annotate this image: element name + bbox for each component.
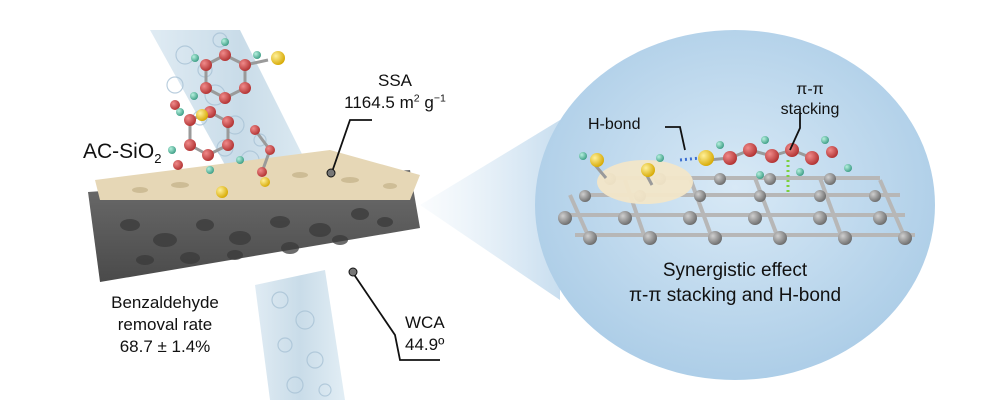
ssa-sup-2: −1 — [433, 92, 446, 105]
label-removal-rate: Benzaldehyde removal rate 68.7 ± 1.4% — [100, 292, 230, 358]
foam-pores — [120, 208, 393, 265]
hbond-leader — [665, 126, 686, 151]
removal-line-2: removal rate — [117, 315, 213, 334]
synergy-line-2: π-π stacking and H-bond — [628, 285, 842, 306]
leader-lines — [331, 113, 801, 361]
pipi-line-2: stacking — [780, 101, 840, 118]
surface-molecules — [579, 136, 852, 195]
label-pipi-stacking: π-π stacking — [770, 80, 850, 120]
label-ssa: SSA 1164.5 m2 g−1 — [330, 70, 460, 114]
magnify-beam — [420, 120, 560, 300]
label-ac-sio2: AC-SiO2 — [83, 140, 162, 167]
stream-texture-lower — [271, 291, 332, 397]
label-ac-sio2-subscript: 2 — [154, 151, 162, 167]
carbon-lattice — [558, 173, 915, 245]
wca-title: WCA — [405, 313, 445, 332]
label-hbond: H-bond — [588, 116, 641, 133]
label-ssa-value: 1164.5 m2 g−1 — [330, 92, 460, 114]
pipi-leader — [789, 113, 801, 151]
pipi-line-1: π-π — [796, 81, 824, 98]
ssa-marker — [326, 168, 336, 178]
removal-line-3: 68.7 ± 1.4% — [119, 337, 211, 356]
label-synergy: Synergistic effect π-π stacking and H-bo… — [600, 258, 870, 308]
wca-marker — [348, 267, 358, 277]
foam-top-pores — [132, 172, 397, 193]
ssa-leader — [331, 119, 372, 173]
wca-leader — [352, 272, 440, 361]
removal-line-1: Benzaldehyde — [111, 293, 219, 312]
hbond-dots — [679, 156, 701, 162]
ssa-sup-1: 2 — [413, 92, 420, 105]
magnified-bubble — [535, 30, 935, 380]
ssa-unit: g — [419, 93, 434, 112]
label-ac-sio2-text: AC-SiO — [83, 140, 155, 163]
synergy-line-1: Synergistic effect — [662, 260, 808, 281]
air-stream-lower — [255, 270, 345, 400]
wca-value: 44.9º — [405, 335, 445, 354]
silica-patch — [597, 160, 693, 204]
label-ssa-title: SSA — [377, 71, 413, 90]
molecules-in-stream — [168, 38, 285, 198]
label-wca: WCA 44.9º — [405, 312, 445, 356]
ssa-number: 1164.5 m — [344, 93, 414, 112]
